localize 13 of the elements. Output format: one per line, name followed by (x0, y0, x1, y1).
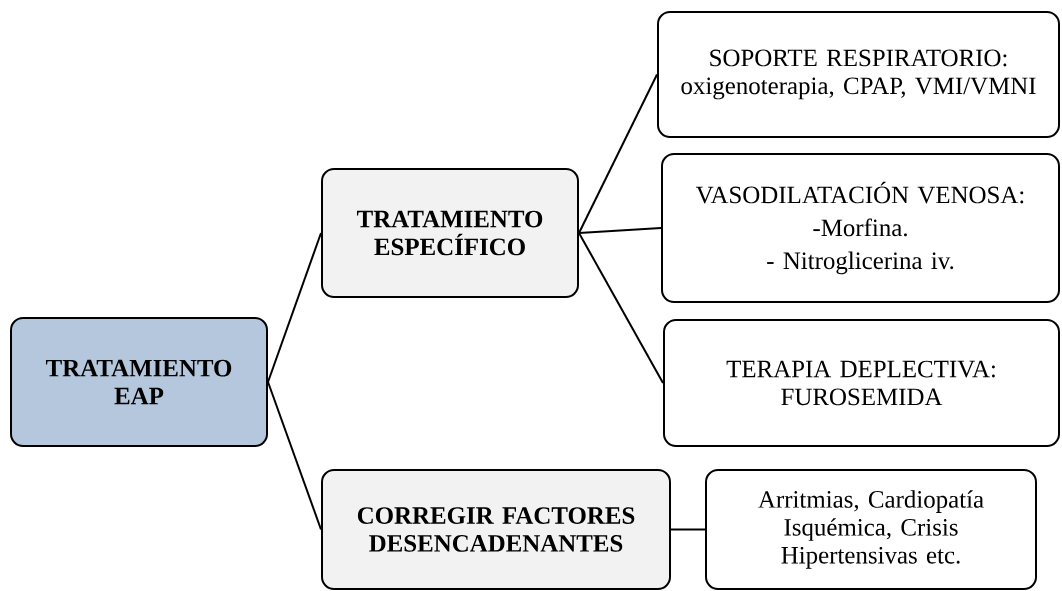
connector-line (578, 227, 662, 234)
category-box: CORREGIR FACTORES DESENCADENANTES (321, 469, 671, 590)
connector-line (267, 232, 322, 383)
connector-line (578, 73, 658, 234)
detail-box: Arritmias, Cardiopatía Isquémica, Crisis Hipertensivas etc. (705, 469, 1037, 590)
connector-line (670, 528, 706, 531)
connector-line (267, 381, 322, 531)
detail-box: SOPORTE RESPIRATORIO: oxigenoterapia, CPAP, VMI/VMNI (657, 11, 1060, 138)
detail-box: VASODILATACIÓN VENOSA: -Morfina. - Nitroglicerina iv. (661, 153, 1060, 303)
root-box: TRATAMIENTO EAP (10, 317, 268, 447)
connector-line (578, 232, 664, 384)
detail-box: TERAPIA DEPLECTIVA: FUROSEMIDA (663, 319, 1060, 447)
category-box: TRATAMIENTO ESPECÍFICO (321, 168, 579, 298)
